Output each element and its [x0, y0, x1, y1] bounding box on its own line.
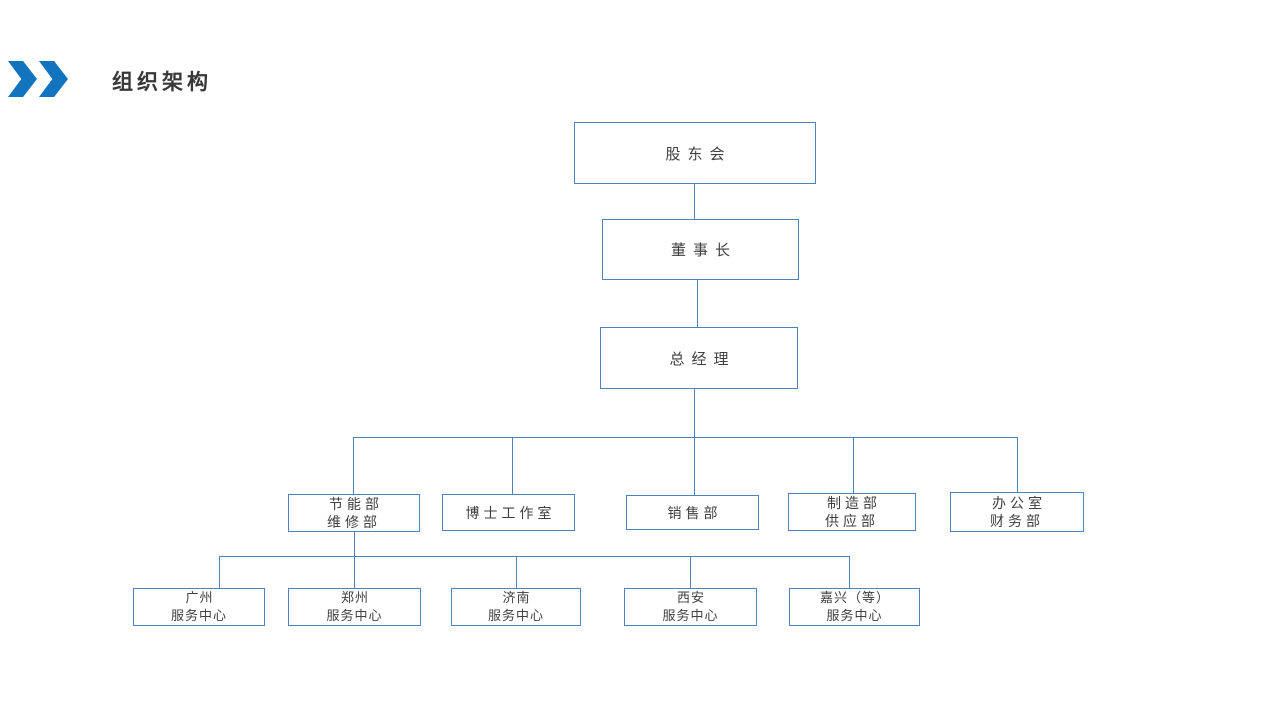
connector-line — [1017, 437, 1018, 492]
org-node-zhengzhou-service-center: 郑州 服务中心 — [288, 588, 421, 626]
chevron-right-icon — [8, 61, 37, 97]
org-node-jinan-service-center: 济南 服务中心 — [451, 588, 581, 626]
org-node-doctor-studio: 博士工作室 — [442, 494, 575, 531]
connector-line — [853, 437, 854, 493]
connector-line — [219, 556, 849, 557]
connector-line — [512, 437, 513, 494]
connector-line — [849, 556, 850, 588]
page-title: 组织架构 — [112, 71, 212, 94]
connector-line — [353, 437, 1018, 438]
org-node-manufacturing-supply-dept: 制造部 供应部 — [788, 493, 916, 531]
connector-line — [516, 556, 517, 588]
double-chevron-icon — [8, 61, 72, 97]
org-node-energy-maintenance-dept: 节能部 维修部 — [288, 494, 420, 532]
org-node-office-finance-dept: 办公室 财务部 — [950, 492, 1084, 532]
org-node-general-manager: 总经理 — [600, 327, 798, 389]
connector-line — [354, 532, 355, 556]
connector-line — [697, 280, 698, 327]
connector-line — [694, 184, 695, 219]
connector-line — [694, 437, 695, 495]
connector-line — [353, 437, 354, 494]
org-node-jiaxing-service-center: 嘉兴（等） 服务中心 — [789, 588, 920, 626]
org-node-shareholders: 股东会 — [574, 122, 816, 184]
org-node-sales-dept: 销售部 — [626, 495, 759, 530]
chevron-right-icon — [39, 61, 68, 97]
org-node-guangzhou-service-center: 广州 服务中心 — [133, 588, 265, 626]
connector-line — [354, 556, 355, 588]
connector-line — [690, 556, 691, 588]
org-node-xian-service-center: 西安 服务中心 — [624, 588, 757, 626]
connector-line — [694, 389, 695, 437]
org-node-chairman: 董事长 — [602, 219, 799, 280]
connector-line — [219, 556, 220, 588]
